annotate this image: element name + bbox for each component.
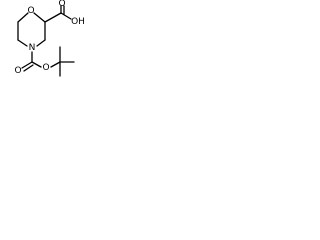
bond-c3-n4 [36, 39, 46, 47]
molecule-drawing: O O OH N O O [14, 0, 85, 77]
acid-hydroxyl-label: OH [71, 17, 85, 27]
ring-nitrogen-label: N [29, 43, 36, 53]
bond-cboc-o-double-a [21, 61, 33, 69]
structure-diagram: O O OH N O O [0, 0, 92, 102]
bond-o1-c2 [33, 12, 46, 23]
bond-cboc-oester [31, 61, 42, 68]
acid-carbonyl-oxygen-label: O [58, 0, 65, 9]
bond-cboc-o-double-b [23, 64, 34, 72]
boc-carbonyl-oxygen-label: O [14, 66, 21, 76]
ring-oxygen-label: O [27, 6, 34, 16]
boc-ester-oxygen-label: O [42, 63, 49, 73]
bond-c2-cacid [44, 12, 62, 23]
bond-n4-c5 [17, 39, 28, 47]
bond-c6-o1 [17, 12, 29, 23]
bond-cacid-oh [60, 12, 72, 20]
bond-oester-cquat [50, 61, 61, 68]
